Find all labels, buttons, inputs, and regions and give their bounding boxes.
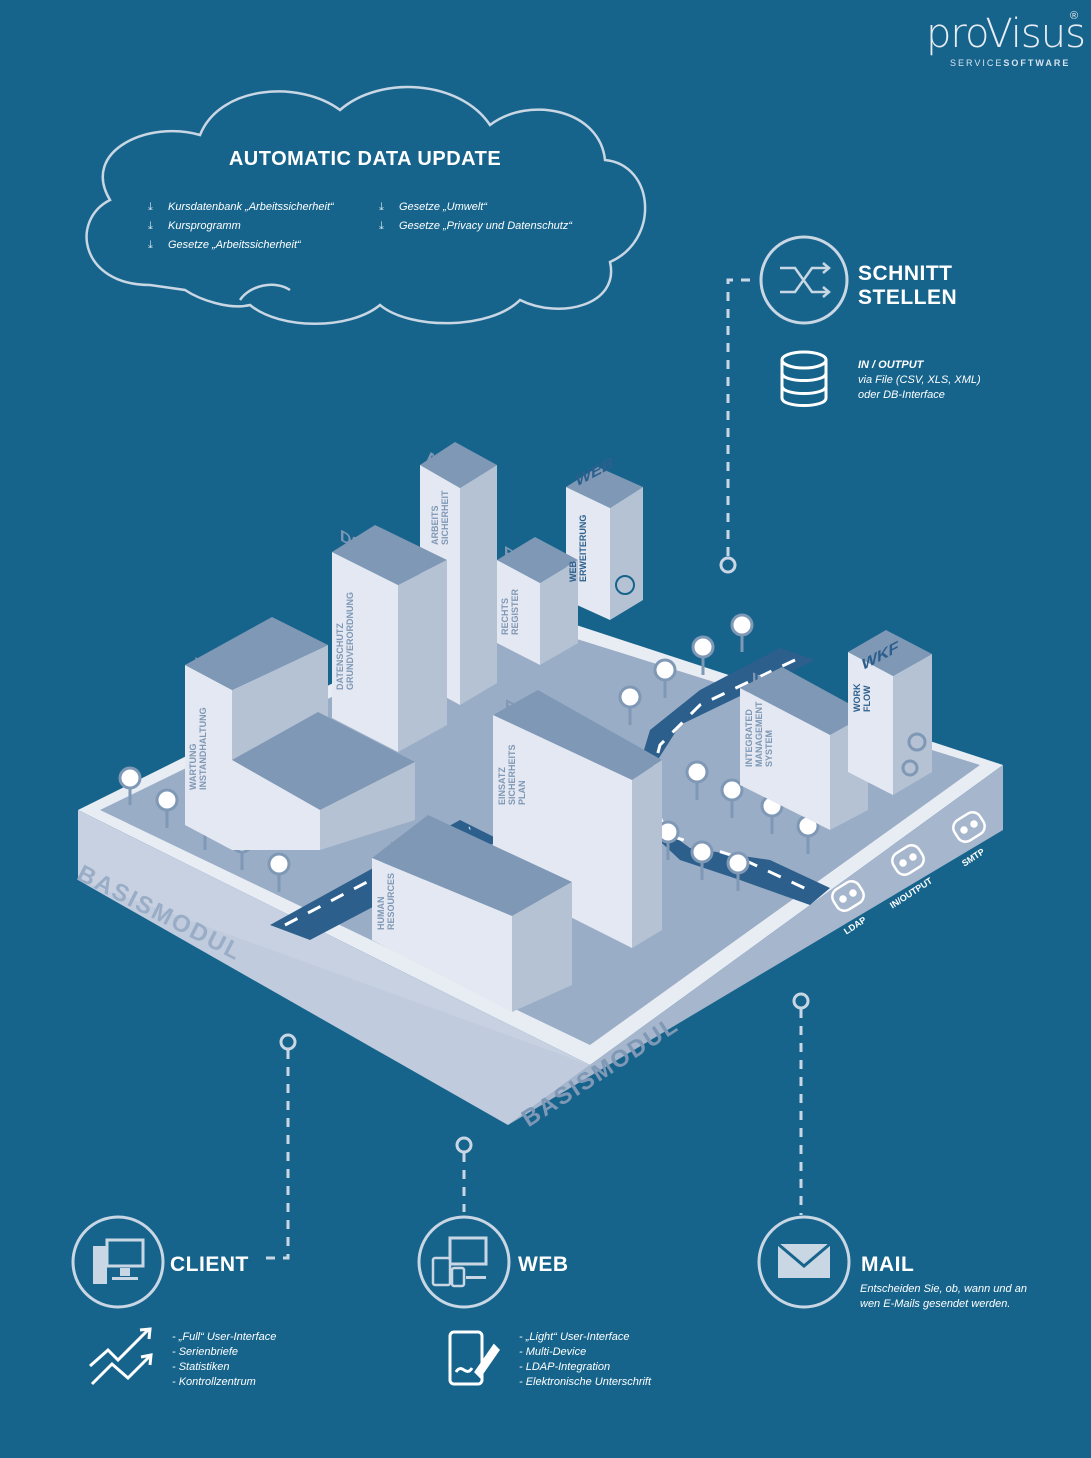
building-esp-line2: SICHERHEITS: [507, 744, 517, 805]
web-feature: - Multi-Device: [519, 1346, 587, 1358]
mail-title: MAIL: [861, 1253, 915, 1276]
building-wkf-line2: FLOW: [862, 685, 872, 713]
building-rr-line1: RECHTS: [500, 597, 510, 635]
web-feature: - „Light“ User-Interface: [519, 1331, 630, 1343]
mail-icon-circle: [757, 1215, 851, 1309]
port-smtp-icon: [952, 811, 986, 843]
mail-description: Entscheiden Sie, ob, wann und an wen E-M…: [860, 1282, 1027, 1312]
download-item: ⤓ Kursprogramm: [148, 220, 241, 233]
building-hr-line1: HUMAN: [376, 896, 386, 931]
schnittstellen-connector: [719, 278, 757, 574]
client-feature: - Statistiken: [172, 1361, 230, 1373]
building-wi: [185, 617, 415, 850]
schnittstellen-line1: SCHNITT: [858, 262, 953, 285]
trend-chart-icon: [89, 1327, 153, 1386]
mail-connector: [792, 992, 810, 1215]
web-title: WEB: [518, 1253, 569, 1276]
client-connector: [258, 1033, 297, 1260]
download-item: ⤓ Kursdatenbank „Arbeitssicherheit“: [148, 201, 334, 214]
schnittstellen-line2: STELLEN: [858, 286, 958, 309]
building-hr: [372, 815, 572, 1012]
port-ldap-icon: [831, 880, 865, 912]
building-ims-line2: MANAGEMENT: [754, 701, 764, 768]
io-line2: oder DB-Interface: [858, 389, 945, 401]
building-web-line1: WEB: [568, 561, 578, 582]
mail-line2: wen E-Mails gesendet werden.: [860, 1298, 1011, 1310]
building-esp-line1: EINSATZ: [497, 767, 507, 805]
building-wkf-line1: WORK: [852, 683, 862, 713]
provisus-logo: proVisus: [926, 11, 1086, 57]
logo-tagline: SERVICESOFTWARE: [950, 58, 1070, 68]
client-icon-circle: [71, 1215, 165, 1309]
building-web-line2: ERWEITERUNG: [578, 514, 588, 582]
cloud-title: AUTOMATIC DATA UPDATE: [228, 148, 502, 170]
registered-mark: ®: [1070, 10, 1079, 22]
download-icon: ⤓: [148, 201, 153, 213]
building-rr: [497, 537, 578, 665]
building-ims-line3: SYSTEM: [764, 729, 774, 767]
download-label: Gesetze „Umwelt“: [399, 201, 488, 213]
building-esp-line3: PLAN: [517, 780, 527, 806]
cloud-outline: [85, 85, 647, 325]
building-dsgvo-line2: GRUNDVERORDNUNG: [345, 591, 355, 690]
building-dsgvo-line1: DATENSCHUTZ: [335, 623, 345, 690]
port-inoutput-icon: [891, 844, 925, 876]
web-connector: [455, 1136, 473, 1212]
database-icon: [780, 350, 828, 407]
io-line1: via File (CSV, XLS, XML): [858, 374, 981, 386]
download-icon: ⤓: [379, 220, 384, 232]
download-icon: ⤓: [148, 220, 153, 232]
download-item: ⤓ Gesetze „Privacy und Datenschutz“: [379, 220, 572, 233]
schnittstellen-title: SCHNITT STELLEN: [858, 262, 957, 310]
logo-tag-light: SERVICE: [950, 58, 1004, 68]
building-wi-line1: WARTUNG: [188, 743, 198, 791]
logo-tag-bold: SOFTWARE: [1003, 58, 1071, 68]
download-label: Kursprogramm: [168, 220, 241, 232]
building-rr-line2: REGISTER: [510, 588, 520, 635]
download-label: Gesetze „Arbeitssicherheit“: [168, 239, 301, 251]
building-ims-line1: INTEGRATED: [744, 709, 754, 767]
shuffle-icon-circle: [759, 235, 849, 325]
download-item: ⤓ Gesetze „Arbeitssicherheit“: [148, 239, 301, 252]
client-feature: - Serienbriefe: [172, 1346, 239, 1358]
io-title: IN / OUTPUT: [858, 359, 924, 371]
client-feature-list: - „Full“ User-Interface - Serienbriefe -…: [172, 1330, 276, 1390]
tablet-signature-icon: [448, 1330, 500, 1386]
download-item: ⤓ Gesetze „Umwelt“: [379, 201, 487, 214]
web-feature: - Elektronische Unterschrift: [519, 1376, 652, 1388]
client-feature: - „Full“ User-Interface: [172, 1331, 277, 1343]
building-wkf: [848, 630, 932, 795]
download-label: Gesetze „Privacy und Datenschutz“: [399, 220, 573, 232]
mail-line1: Entscheiden Sie, ob, wann und an: [860, 1283, 1027, 1295]
cloud-inner-curve: [238, 283, 291, 301]
building-wi-line2: INSTANDHALTUNG: [198, 707, 208, 790]
building-as-line2: SICHERHEIT: [440, 490, 450, 545]
download-label: Kursdatenbank „Arbeitssicherheit“: [168, 201, 334, 213]
web-feature: - LDAP-Integration: [519, 1361, 611, 1373]
building-as-line1: ARBEITS: [430, 505, 440, 545]
download-icon: ⤓: [379, 201, 384, 213]
building-dsgvo: [332, 525, 447, 752]
client-title: CLIENT: [170, 1253, 249, 1276]
web-icon-circle: [417, 1215, 511, 1309]
building-hr-line2: RESOURCES: [386, 872, 396, 930]
client-feature: - Kontrollzentrum: [172, 1376, 256, 1388]
web-feature-list: - „Light“ User-Interface - Multi-Device …: [519, 1330, 651, 1390]
io-note: IN / OUTPUT via File (CSV, XLS, XML) ode…: [858, 358, 981, 403]
download-icon: ⤓: [148, 239, 153, 251]
